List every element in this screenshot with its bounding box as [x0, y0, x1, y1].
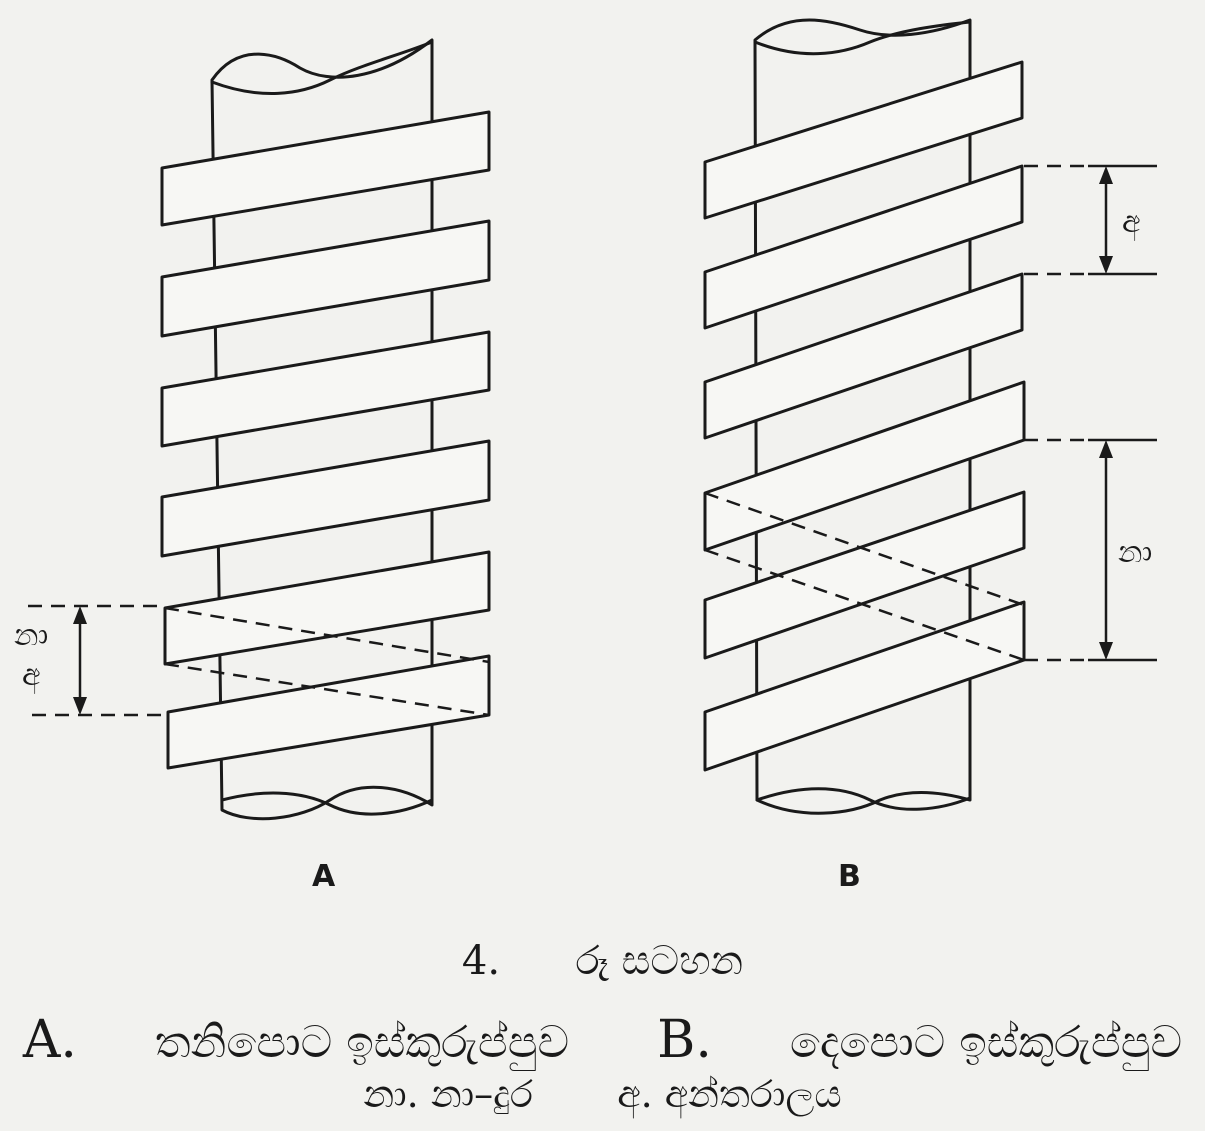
dim-label-pitch: නා	[14, 618, 48, 653]
single-start-screw: නා අ A	[14, 38, 491, 894]
dim-label-lead: නා	[1118, 535, 1152, 570]
thread-band	[703, 490, 1026, 660]
hidden-thread-line	[164, 662, 490, 717]
thread-band	[160, 110, 491, 227]
figure-caption-legend: නා. නා–දුර අ. අන්තරාලය	[0, 1072, 1205, 1117]
double-start-screw: අ නා B	[703, 18, 1157, 894]
dim-label-lead: අ	[22, 658, 40, 695]
thread-band	[703, 272, 1024, 440]
part-a-marker: A.	[22, 1010, 77, 1070]
legend-item-pitch: නා. නා–දුර	[363, 1072, 534, 1116]
legend-item-lead: අ. අන්තරාලය	[617, 1072, 842, 1116]
hidden-thread-line	[164, 606, 490, 664]
figure-caption-parts: A. තනිපොට ඉස්කුරුප්පුව B. දෙපොට ඉස්කුරුප…	[0, 1010, 1205, 1070]
cylinder-bottom-edge	[755, 787, 972, 811]
dim-arrow-head-up	[73, 606, 87, 624]
thread-band	[160, 330, 491, 448]
part-a-text: තනිපොට ඉස්කුරුප්පුව	[154, 1017, 570, 1068]
cylinder-body	[753, 18, 972, 815]
hidden-thread-line	[704, 548, 1025, 662]
screw-thread-diagram: නා අ A අ නා B	[14, 18, 1157, 894]
cylinder-top-edge	[210, 40, 434, 95]
hidden-thread-line	[704, 491, 1025, 607]
dim-arrow-head-down	[1099, 256, 1113, 274]
dim-arrow-head-down	[73, 697, 87, 715]
part-b-text: දෙපොට ඉස්කුරුප්පුව	[789, 1017, 1183, 1068]
thread-band	[160, 219, 491, 338]
figure-label-a: A	[312, 859, 336, 894]
dim-label-pitch: අ	[1122, 205, 1140, 242]
figure-caption-title: 4. රූ සටහන	[0, 938, 1205, 984]
figure-title: රූ සටහන	[575, 938, 744, 984]
dim-arrow-head-up	[1099, 166, 1113, 184]
thread-band	[703, 164, 1024, 330]
cylinder-top-edge	[753, 20, 972, 56]
figure-label-b: B	[838, 859, 861, 894]
dim-arrow-head-down	[1099, 642, 1113, 660]
thread-band	[703, 60, 1024, 220]
part-b-marker: B.	[657, 1010, 712, 1070]
thread-band	[163, 550, 491, 666]
cylinder-bottom-edge	[220, 791, 434, 816]
cylinder-body	[210, 38, 434, 821]
thread-band	[160, 439, 491, 558]
figure-number: 4.	[461, 938, 501, 984]
dim-arrow-head-up	[1099, 440, 1113, 458]
